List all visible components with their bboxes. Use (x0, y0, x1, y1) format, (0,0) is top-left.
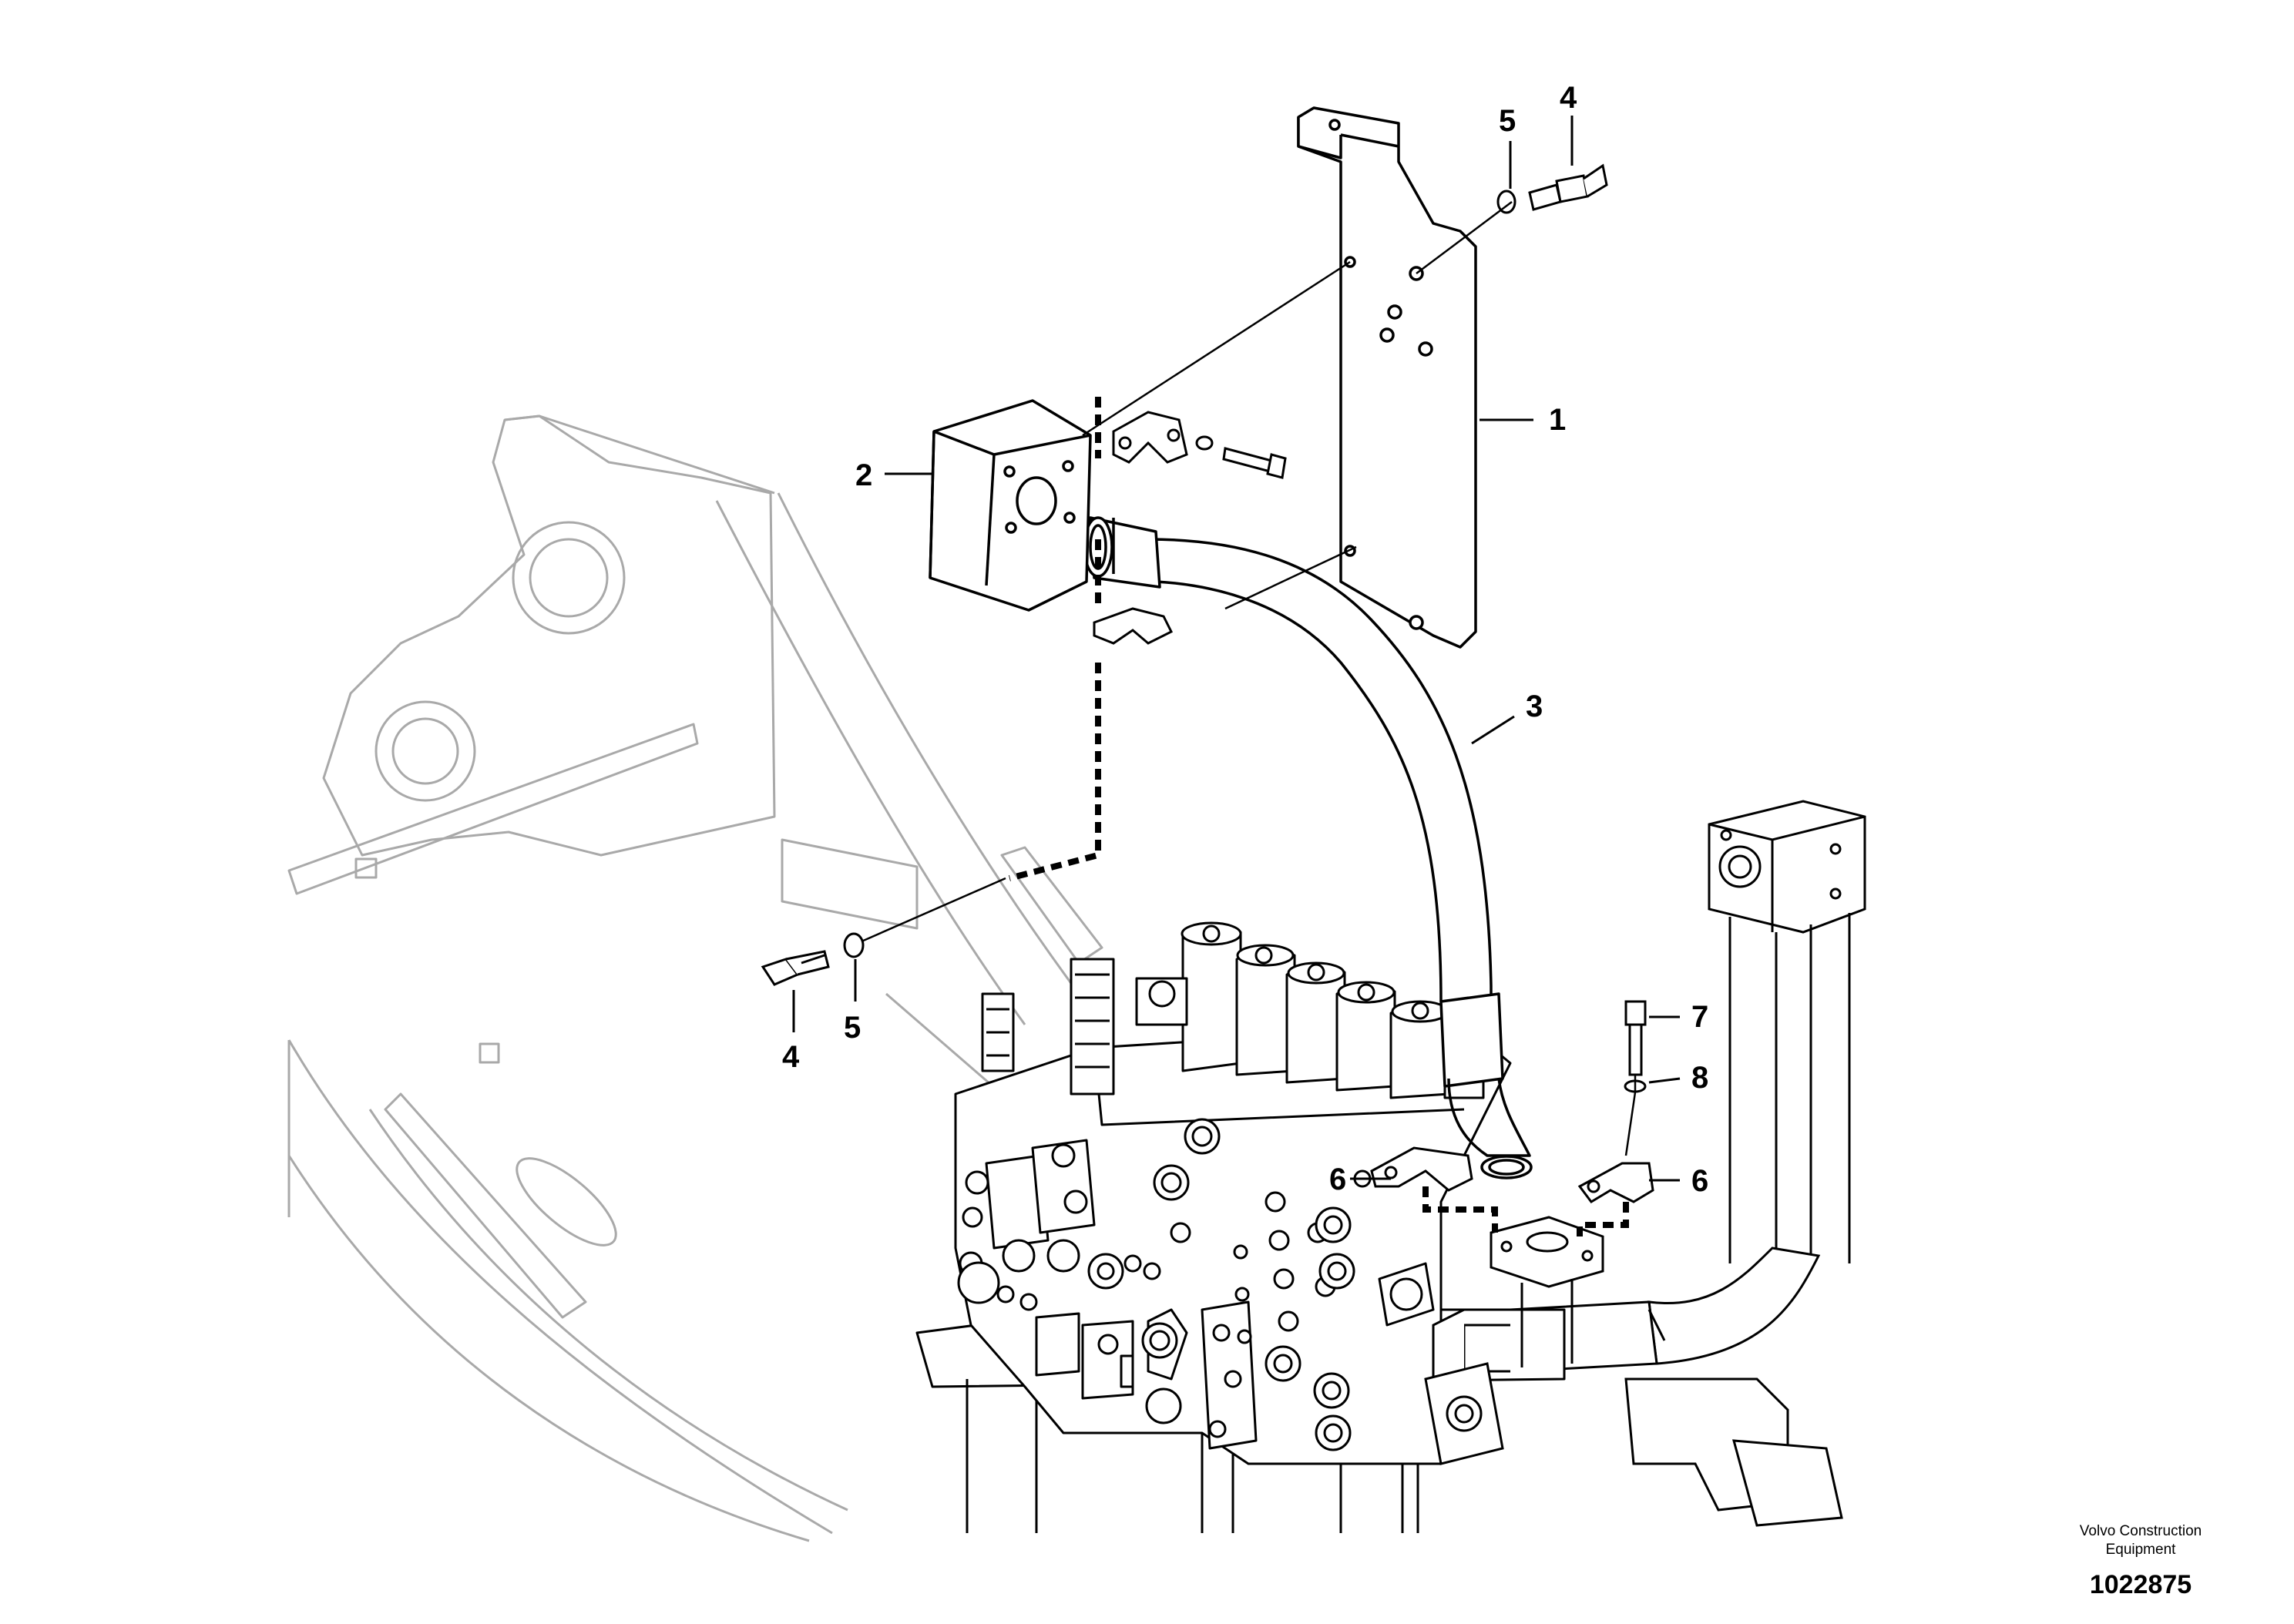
credit-line-2: Equipment (2106, 1542, 2177, 1558)
callout-3: 3 (1526, 690, 1543, 723)
callout-leaders (792, 116, 1681, 1182)
split-flange-6-left (1370, 1146, 1473, 1192)
callout-7: 7 (1691, 1000, 1708, 1034)
split-flange-lower (1093, 607, 1174, 645)
control-valve (915, 921, 1566, 1533)
callout-2: 2 (855, 458, 872, 492)
split-flange-6-right (1577, 1162, 1654, 1203)
callout-5-lower: 5 (844, 1011, 861, 1045)
dashed-leaders (1008, 397, 1629, 1236)
callout-8: 8 (1691, 1061, 1708, 1095)
washer-upper (1496, 190, 1516, 214)
flange-block-lower-right (1424, 1362, 1504, 1465)
callout-4-lower: 4 (782, 1040, 800, 1074)
pipe-elbows-right (1509, 1247, 1843, 1527)
bolt-lower (761, 950, 830, 986)
bracket-plate (1297, 106, 1477, 649)
background-frame (287, 414, 1103, 1542)
washer-lower (843, 932, 865, 958)
callout-1: 1 (1549, 403, 1566, 437)
callout-6-right: 6 (1691, 1164, 1708, 1198)
callout-4-upper: 4 (1560, 81, 1577, 115)
manifold-block-right (1708, 800, 1866, 1263)
credit-line-1: Volvo Construction (2080, 1523, 2202, 1539)
split-flange-upper (1112, 411, 1188, 464)
document-number: 1022875 (2090, 1570, 2192, 1599)
assembly-lines (861, 201, 1637, 1156)
callout-6-left: 6 (1329, 1163, 1346, 1196)
hex-manifold (929, 399, 1092, 612)
callout-5-upper: 5 (1499, 104, 1516, 138)
screw-7 (1624, 1000, 1647, 1076)
screw-and-washer-upper (1195, 435, 1287, 479)
bolt-upper (1528, 163, 1608, 211)
